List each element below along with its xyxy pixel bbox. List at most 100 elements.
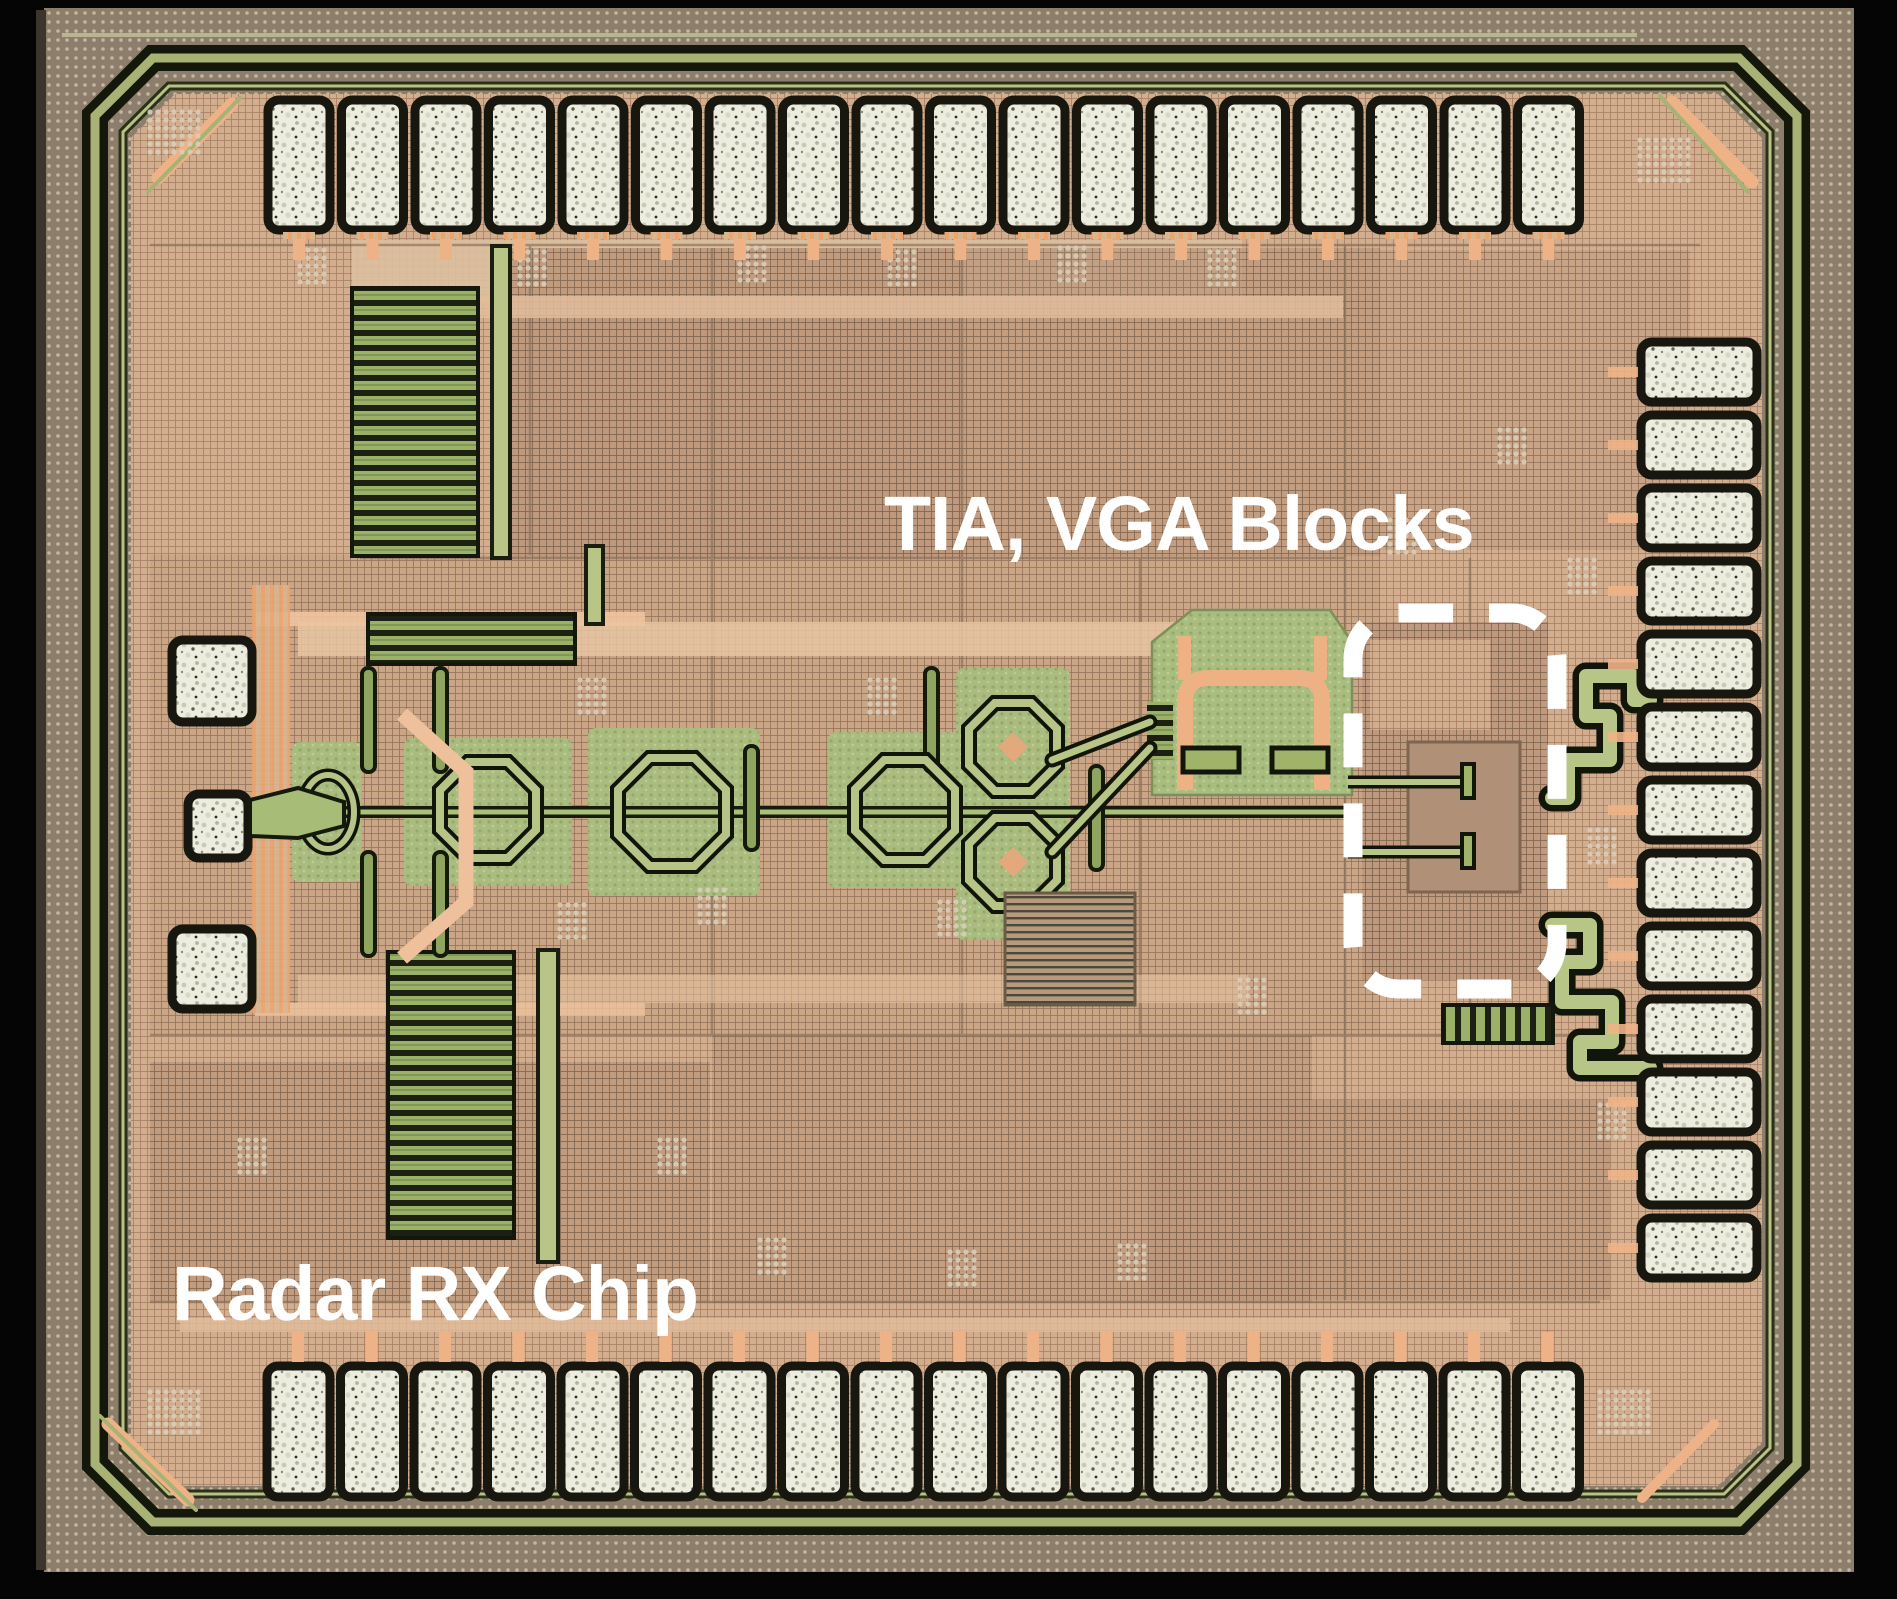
via-dot-cluster <box>147 1389 201 1435</box>
pad-stub <box>1027 1332 1039 1362</box>
varactor-diamond <box>998 847 1028 877</box>
pad-stub <box>1175 234 1187 260</box>
pad-stub <box>806 1332 819 1362</box>
bond-pad <box>998 95 1070 235</box>
pad-stub <box>293 234 305 260</box>
region-annotation-label: TIA, VGA Blocks <box>884 481 1474 567</box>
gsg-taper <box>248 785 346 841</box>
pad-stub <box>1468 1332 1480 1362</box>
pad-stub <box>1469 234 1481 260</box>
pad-stub <box>1608 732 1638 742</box>
pad-column-right <box>1608 337 1762 1283</box>
pad-stub <box>1542 234 1555 260</box>
bond-pad <box>1636 556 1762 626</box>
bond-pad <box>924 1361 996 1502</box>
tia-vga-region <box>1348 622 1548 980</box>
bond-pad <box>263 95 335 235</box>
bond-pad <box>183 789 253 863</box>
pad-group-left-gsg <box>167 635 474 1014</box>
bond-pad <box>1636 1067 1762 1137</box>
pad-stub <box>292 1332 304 1362</box>
pad-stub <box>1608 1243 1638 1253</box>
bond-pad <box>483 1361 555 1502</box>
pad-stub <box>1322 234 1334 260</box>
pad-stub <box>734 234 746 260</box>
pad-stub <box>1028 234 1040 260</box>
bond-pad <box>630 1361 702 1502</box>
pad-stub <box>1608 1170 1638 1180</box>
pad-stub <box>1541 1332 1554 1362</box>
pad-stub <box>587 234 599 260</box>
pad-stub <box>1608 805 1638 815</box>
bond-pad <box>1636 1213 1762 1283</box>
bond-pad <box>1512 1361 1584 1502</box>
varactor-diamond <box>998 732 1028 762</box>
inductor-ladder-bottom <box>386 950 516 1240</box>
pad-stub <box>1100 1332 1113 1362</box>
bond-pad <box>1636 483 1762 553</box>
pad-stub <box>439 1332 451 1362</box>
bond-pad <box>1145 95 1217 235</box>
pad-stub <box>1608 878 1638 888</box>
pad-stub <box>953 1332 966 1362</box>
bond-pad <box>1438 1361 1511 1502</box>
via-dot-cluster <box>1497 427 1527 465</box>
bond-pad <box>925 95 996 235</box>
pad-stub <box>660 234 673 260</box>
bond-pad <box>703 1361 776 1502</box>
pad-stub <box>1247 1332 1260 1362</box>
via-dot-cluster <box>237 1137 267 1175</box>
hatched-cap-block <box>1441 1003 1555 1045</box>
pad-stub <box>512 1332 525 1362</box>
bond-pad <box>778 95 849 235</box>
bond-pad <box>1218 1361 1290 1502</box>
vertical-metal-strips <box>490 244 605 1264</box>
pad-stub <box>1248 234 1261 260</box>
via-dot-cluster <box>1207 249 1237 287</box>
mim-cap-bar <box>743 744 760 852</box>
bond-pad <box>1636 848 1762 918</box>
via-dot-cluster <box>887 249 917 287</box>
bond-pad <box>167 635 257 727</box>
pad-stub <box>1394 1332 1407 1362</box>
mim-cap-bar <box>360 850 377 958</box>
bond-pad <box>557 95 629 235</box>
bond-pad <box>850 1361 923 1502</box>
pad-stub <box>1608 659 1638 669</box>
mim-cap-bar <box>432 850 449 958</box>
bond-pad <box>631 95 702 235</box>
top-edge-highlight <box>62 33 1637 37</box>
via-dot-cluster <box>557 902 587 940</box>
pad-stub <box>1608 1097 1638 1107</box>
serpentine-resistor-block <box>1003 891 1137 1007</box>
bond-pad <box>1636 994 1762 1064</box>
bond-pad <box>1072 95 1143 235</box>
bond-pad <box>167 924 257 1014</box>
serpentine-traces <box>1538 662 1664 1082</box>
seal-ring <box>82 45 1810 1535</box>
bond-pad <box>1291 1361 1364 1502</box>
pad-stub <box>365 1332 378 1362</box>
bond-pad <box>337 95 408 235</box>
bond-pad <box>1636 629 1762 699</box>
bond-pad <box>1365 1361 1437 1502</box>
bond-pad <box>484 95 555 235</box>
bond-pad <box>777 1361 849 1502</box>
pad-stub <box>1608 586 1638 596</box>
via-dot-cluster <box>1597 1389 1651 1435</box>
via-dot-clusters <box>147 109 1691 1435</box>
via-dot-cluster <box>1567 557 1597 595</box>
pad-stub <box>1101 234 1114 260</box>
bond-pad <box>1636 921 1762 991</box>
via-dot-cluster <box>1637 137 1691 183</box>
via-dot-cluster <box>757 1237 787 1275</box>
mixer-block <box>1044 608 1354 860</box>
pad-stub <box>733 1332 745 1362</box>
pad-stub <box>513 234 526 260</box>
bond-pad <box>409 1361 482 1502</box>
corner-traces <box>98 94 1759 1512</box>
via-dot-cluster <box>1237 977 1267 1015</box>
bond-pad <box>1292 95 1364 235</box>
bond-pad <box>1144 1361 1217 1502</box>
